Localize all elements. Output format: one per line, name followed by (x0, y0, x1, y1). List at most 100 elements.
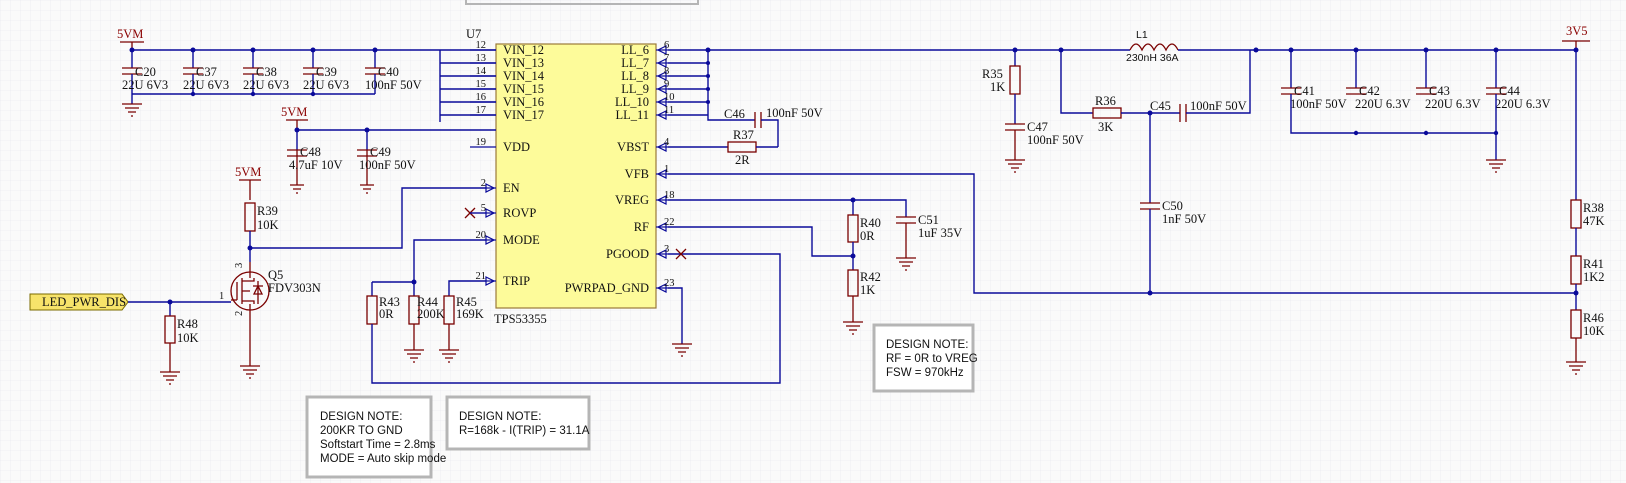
r43-ref: R43 (379, 295, 400, 309)
r42-ref: R42 (860, 270, 881, 284)
pin-number-vin-17: 17 (476, 105, 487, 116)
output-rail: L1 230nH 36A 3V5 (708, 24, 1590, 64)
l1-ref: L1 (1136, 29, 1148, 41)
r40-ref: R40 (860, 216, 881, 230)
design-note-trip: DESIGN NOTE: R=168k - I(TRIP) = 31.1A (445, 395, 591, 451)
note1-line3: Softstart Time = 2.8ms (320, 439, 436, 451)
pin-name-rf: RF (634, 220, 649, 234)
c46-value: 100nF 50V (766, 106, 823, 120)
r46-value: 10K (1583, 324, 1605, 338)
rail-label-5vm-vdd: 5VM (281, 105, 307, 119)
c44-ref: C44 (1499, 84, 1521, 98)
feedback-divider: R38 47K R41 1K2 R46 10K (668, 50, 1605, 375)
note3-line1: DESIGN NOTE: (886, 339, 968, 351)
design-note-softstart: DESIGN NOTE: 200KR TO GND Softstart Time… (305, 395, 446, 479)
c49-value: 100nF 50V (359, 158, 416, 172)
c44-value: 220U 6.3V (1495, 97, 1551, 111)
pin-number-trip: 21 (476, 271, 487, 282)
pin-name-ll-8: LL_8 (621, 69, 649, 83)
pin-number-rf: 22 (664, 217, 675, 228)
c50-value: 1nF 50V (1162, 212, 1206, 226)
pin-name-en: EN (503, 181, 520, 195)
pin-number-vreg: 18 (664, 190, 675, 201)
c38-value: 22U 6V3 (243, 78, 289, 92)
c45-ref: C45 (1150, 99, 1171, 113)
r44-value: 200K (417, 307, 445, 321)
note1-line2: 200KR TO GND (320, 425, 403, 437)
pin-name-pgood: PGOOD (606, 247, 649, 261)
rail-label-3v5: 3V5 (1566, 24, 1588, 38)
feedforward-section: R36 3K C45 100nF 50V C50 1nF 50V (1060, 50, 1251, 296)
pin-number-pgood: 3 (664, 244, 669, 255)
c37-value: 22U 6V3 (183, 78, 229, 92)
r48-value: 10K (177, 331, 199, 345)
pin-name-vin-16: VIN_16 (503, 95, 544, 109)
switch-node-section: C46 100nF 50V R37 2R (668, 47, 823, 167)
c42-value: 220U 6.3V (1355, 97, 1411, 111)
pin-name-ll-10: LL_10 (615, 95, 649, 109)
r41-ref: R41 (1583, 257, 1604, 271)
pin-name-mode: MODE (503, 233, 540, 247)
pin-number-vbst: 4 (664, 137, 670, 148)
r36-value: 3K (1098, 120, 1113, 134)
rail-label-5vm-en: 5VM (235, 165, 261, 179)
pin-number-ll-9: 9 (664, 79, 669, 90)
pin-number-ll-10: 10 (664, 92, 675, 103)
c51-value: 1uF 35V (918, 226, 962, 240)
r41-value: 1K2 (1583, 270, 1605, 284)
pin-number-vin-16: 16 (476, 92, 487, 103)
r45-ref: R45 (456, 295, 477, 309)
pin-name-vin-15: VIN_15 (503, 82, 544, 96)
r40-value: 0R (860, 229, 875, 243)
vreg-rf-section: R40 0R R42 1K C51 1uF 35V (668, 197, 962, 335)
c43-value: 220U 6.3V (1425, 97, 1481, 111)
note1-line1: DESIGN NOTE: (320, 411, 402, 423)
r39-value: 10K (257, 218, 279, 232)
r42-value: 1K (860, 283, 875, 297)
q5-pin-source: 2 (234, 311, 245, 316)
note3-line2: RF = 0R to VREG (886, 353, 978, 365)
r35-value: 1K (990, 80, 1005, 94)
c20-ref: C20 (135, 65, 156, 79)
snubber-section: R35 1K C47 100nF 50V (982, 50, 1084, 173)
r44-ref: R44 (417, 295, 439, 309)
rail-label-5vm-top: 5VM (117, 27, 143, 41)
ic-part: TPS53355 (494, 312, 547, 326)
c45-value: 100nF 50V (1190, 99, 1247, 113)
pin-name-vin-13: VIN_13 (503, 56, 544, 70)
pin-number-rovp: 5 (481, 203, 486, 214)
c46-ref: C46 (724, 107, 745, 121)
note2-line1: DESIGN NOTE: (459, 411, 541, 423)
c39-ref: C39 (316, 65, 337, 79)
pin-name-rovp: ROVP (503, 206, 536, 220)
pin-number-ll-11: 11 (664, 105, 674, 116)
pin-name-vin-14: VIN_14 (503, 69, 545, 83)
pin-number-pwrpad-gnd: 23 (664, 278, 675, 289)
mosfet-q5[interactable]: Q5 FDV303N 3 2 1 (219, 262, 321, 318)
r43-value: 0R (379, 307, 394, 321)
pwrpad-ground (668, 287, 692, 357)
pin-name-vfb: VFB (625, 167, 649, 181)
c42-ref: C42 (1359, 84, 1380, 98)
net-port-label: LED_PWR_DIS (42, 295, 126, 309)
net-port-led-pwr-dis[interactable]: LED_PWR_DIS (29, 293, 129, 311)
en-section: 5VM R39 10K Q5 FDV303N 3 2 1 (29, 165, 486, 385)
q5-pin-drain: 3 (234, 263, 245, 268)
